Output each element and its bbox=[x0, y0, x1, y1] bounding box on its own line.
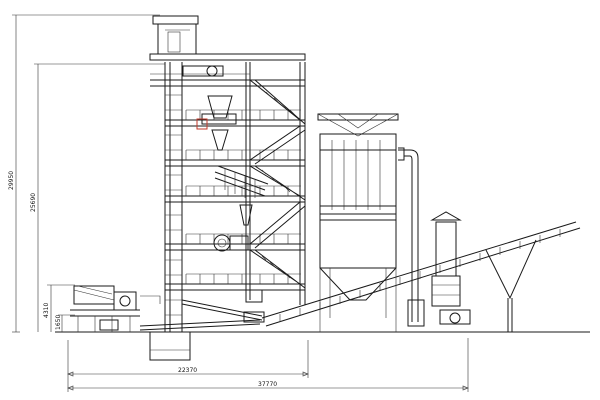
dim-low-height: 4310 bbox=[43, 303, 50, 318]
dim-width-mid: 22370 bbox=[178, 367, 197, 374]
bag-filter bbox=[317, 113, 425, 332]
left-feeder bbox=[70, 285, 161, 332]
main-tower bbox=[149, 15, 306, 361]
tower-equipment bbox=[182, 65, 269, 303]
horizontal-dimensions: 22370 37770 bbox=[67, 338, 469, 392]
dim-base-height: 1650 bbox=[55, 315, 62, 330]
lower-conveyor bbox=[139, 299, 265, 331]
dim-width-total: 37770 bbox=[258, 381, 277, 388]
inclined-conveyor bbox=[261, 221, 581, 332]
dim-total-height: 29950 bbox=[8, 171, 15, 190]
motor-accent bbox=[196, 118, 208, 130]
vertical-dimensions: 29950 25690 4310 1650 bbox=[8, 14, 165, 333]
dim-upper-height: 25690 bbox=[30, 193, 37, 212]
staircases bbox=[249, 79, 306, 289]
chimney bbox=[430, 211, 471, 325]
